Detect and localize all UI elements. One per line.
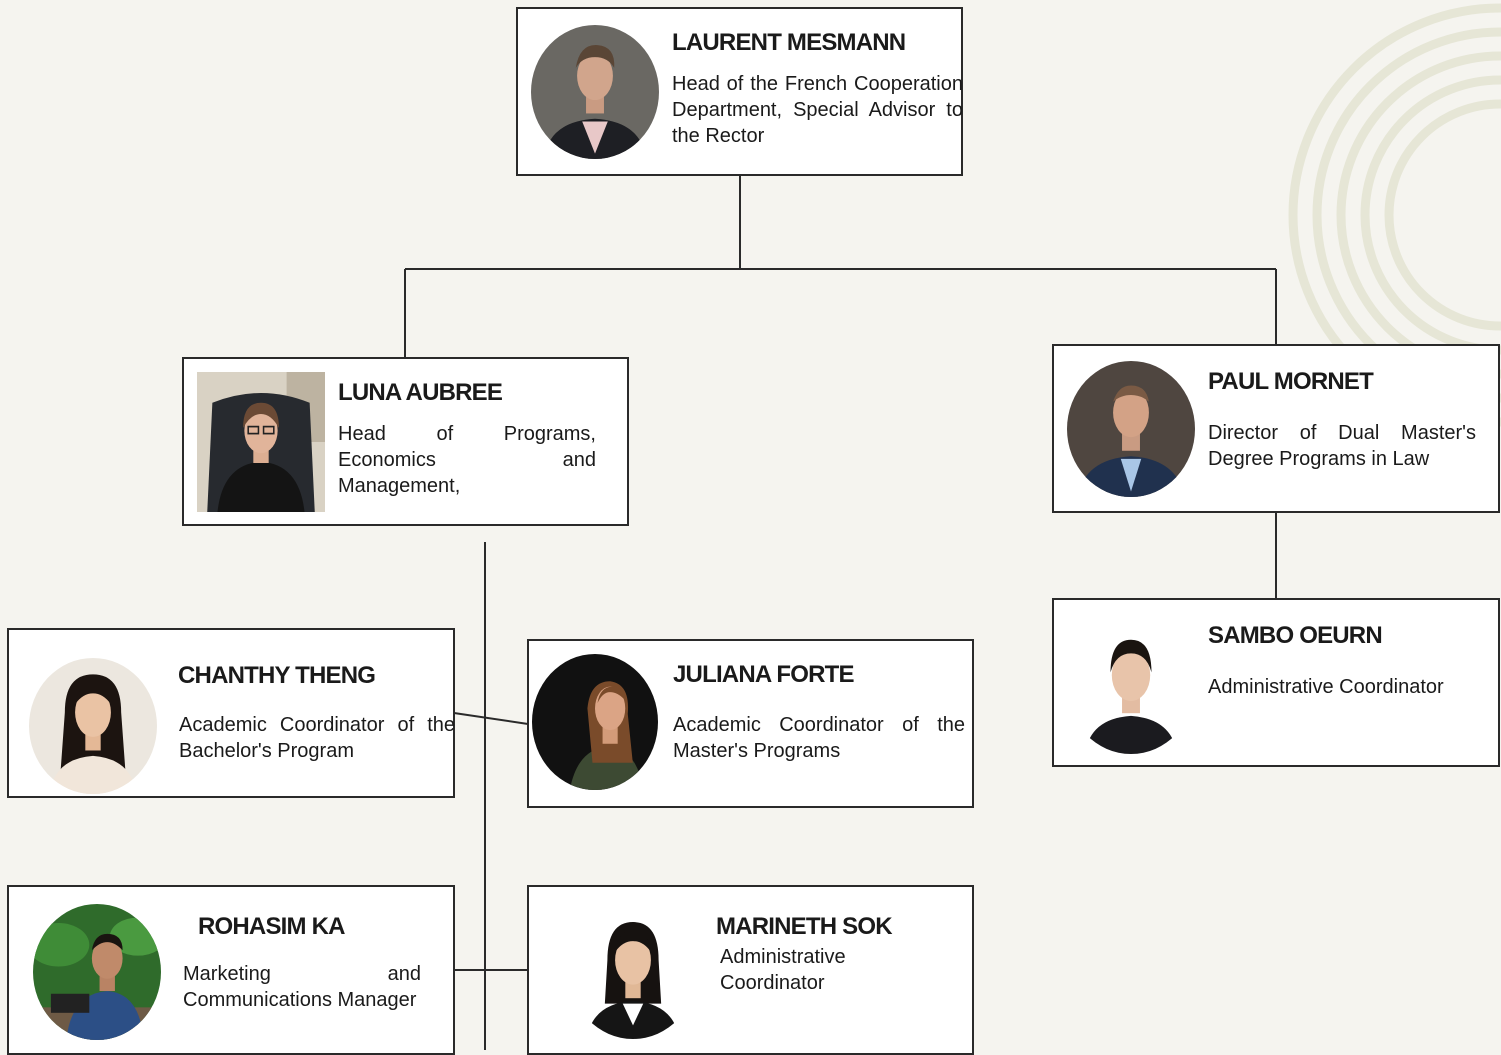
- person-name: JULIANA FORTE: [673, 661, 855, 688]
- person-role: Director of Dual Master's Degree Program…: [1208, 422, 1476, 470]
- connector-chanthy-juliana: [453, 712, 529, 725]
- person-name: PAUL MORNET: [1208, 368, 1374, 395]
- portrait-photo: [33, 904, 161, 1040]
- person-role: Administrative Coordinator: [720, 946, 846, 994]
- person-name: SAMBO OEURN: [1208, 622, 1383, 649]
- portrait-photo: [1067, 618, 1195, 754]
- card-rohasim-ka: ROHASIM KA Marketing and Communications …: [7, 885, 455, 1055]
- person-role: Head of Programs, Economics and Manageme…: [338, 423, 596, 497]
- card-laurent-mesmann: LAURENT MESMANN Head of the French Coope…: [516, 7, 963, 176]
- person-name: CHANTHY THENG: [178, 662, 376, 689]
- person-role: Marketing and Communications Manager: [183, 963, 421, 1011]
- portrait-photo: [532, 654, 658, 790]
- card-sambo-oeurn: SAMBO OEURN Administrative Coordinator: [1052, 598, 1500, 767]
- portrait-photo: [531, 25, 659, 159]
- person-name: LUNA AUBREE: [338, 379, 503, 406]
- card-luna-aubree: LUNA AUBREE Head of Programs, Economics …: [182, 357, 629, 526]
- card-paul-mornet: PAUL MORNET Director of Dual Master's De…: [1052, 344, 1500, 513]
- person-name: MARINETH SOK: [716, 913, 893, 940]
- portrait-photo: [569, 903, 697, 1039]
- card-chanthy-theng: CHANTHY THENG Academic Coordinator of th…: [7, 628, 455, 798]
- person-role: Academic Coordinator of the Bachelor's P…: [179, 714, 455, 762]
- portrait-photo: [1067, 361, 1195, 497]
- person-name: LAURENT MESMANN: [672, 29, 906, 56]
- card-marineth-sok: MARINETH SOK Administrative Coordinator: [527, 885, 974, 1055]
- person-role: Head of the French Cooperation Departmen…: [672, 73, 963, 147]
- portrait-photo: [29, 658, 157, 794]
- person-role: Academic Coordinator of the Master's Pro…: [673, 714, 965, 762]
- portrait-photo: [197, 372, 325, 512]
- card-juliana-forte: JULIANA FORTE Academic Coordinator of th…: [527, 639, 974, 808]
- person-name: ROHASIM KA: [198, 913, 345, 940]
- person-role: Administrative Coordinator: [1208, 676, 1444, 698]
